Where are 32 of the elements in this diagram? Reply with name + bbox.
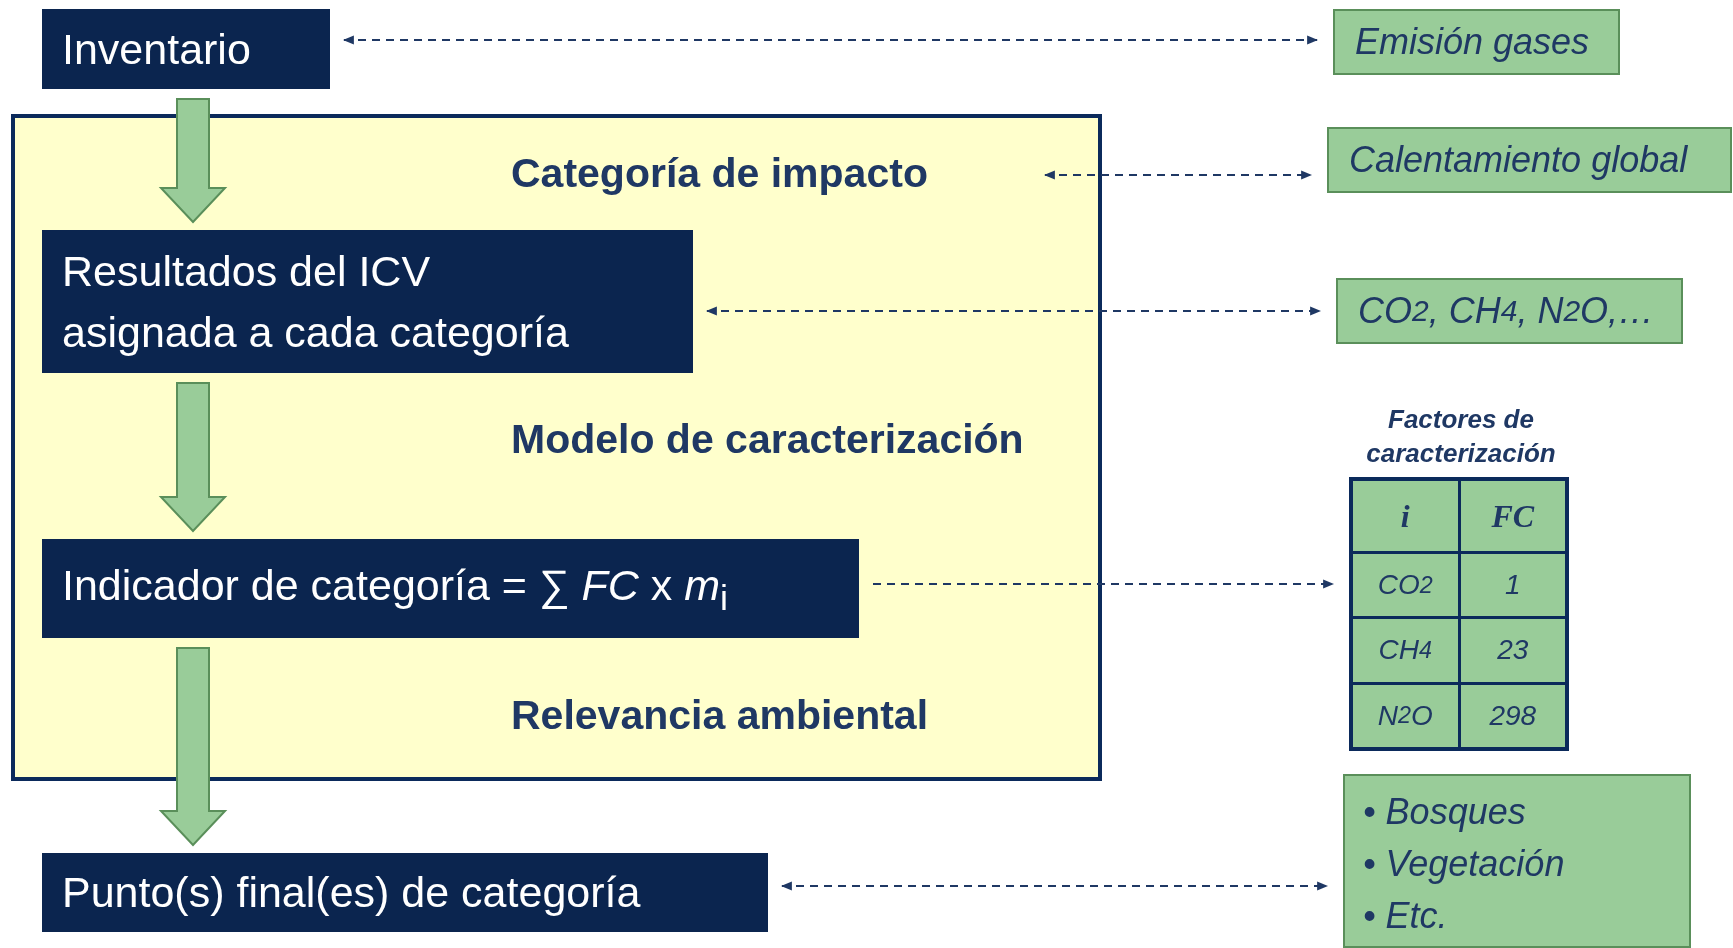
label-box: Calentamiento global xyxy=(1327,127,1732,193)
block-arrow xyxy=(158,382,228,533)
table-cell: 1 xyxy=(1460,554,1565,617)
label-box: Emisión gases xyxy=(1333,9,1620,75)
table-cell: 298 xyxy=(1460,684,1565,747)
block-arrow xyxy=(158,98,228,224)
box-text: Punto(s) final(es) de categoría xyxy=(62,867,642,919)
dashed-arrow xyxy=(1043,170,1313,180)
process-box xyxy=(42,230,693,373)
table-heading: Factores de caracterización xyxy=(1365,403,1557,470)
table-cell: 23 xyxy=(1460,619,1565,682)
process-box xyxy=(42,539,859,638)
box-text: Resultados del ICV asignada a cada categoría xyxy=(62,246,570,358)
dashed-arrow xyxy=(872,579,1335,589)
process-box xyxy=(42,853,768,932)
dashed-arrow xyxy=(705,306,1322,316)
dashed-arrow xyxy=(342,35,1319,45)
column-header: i xyxy=(1353,481,1458,551)
heading-text: Categoría de impacto xyxy=(511,150,1031,202)
list-box xyxy=(1343,774,1691,948)
container-box xyxy=(11,114,1102,781)
heading-text: Relevancia ambiental xyxy=(511,692,1031,744)
heading-text: Modelo de caracterización xyxy=(511,416,1111,468)
bullet-item: • Etc. xyxy=(1363,894,1449,938)
column-header: FC xyxy=(1460,481,1565,551)
block-arrow xyxy=(158,647,228,847)
bullet-item: • Bosques xyxy=(1363,790,1527,834)
box-text: Inventario xyxy=(62,23,252,75)
process-box xyxy=(42,9,330,89)
bullet-item: • Vegetación xyxy=(1363,842,1566,886)
dashed-arrow xyxy=(780,881,1329,891)
box-text: Indicador de categoría = ∑ FC x m$_{i}$ xyxy=(62,559,730,620)
